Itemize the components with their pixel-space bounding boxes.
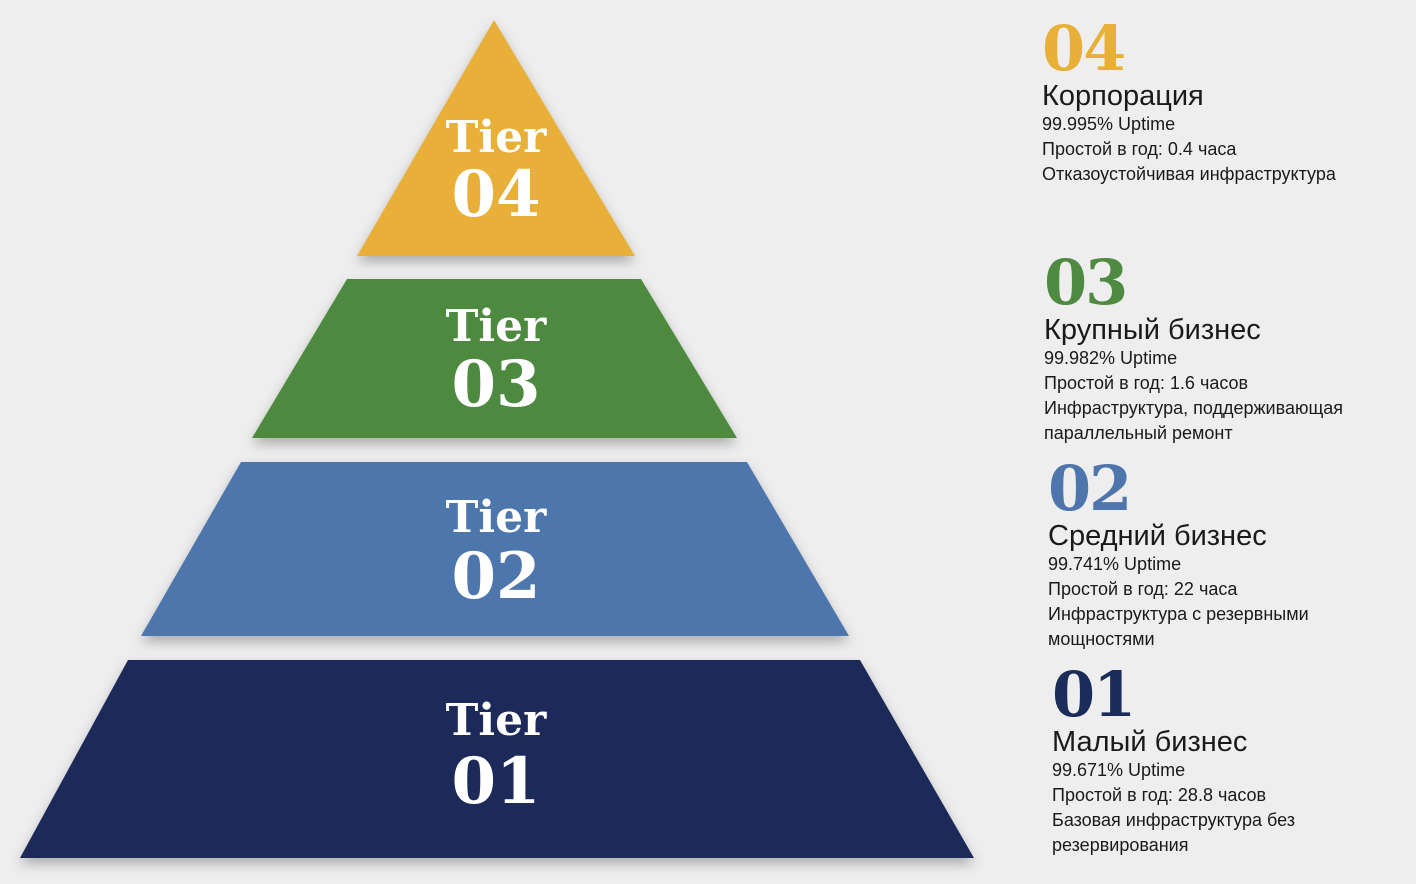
tier-03-desc-title: Крупный бизнес xyxy=(1044,314,1261,346)
tier-03-downtime: Простой в год: 1.6 часов xyxy=(1044,373,1249,393)
tier-02-desc-number: 02 xyxy=(1048,452,1132,525)
tier-03-description: 03 Крупный бизнес 99.982% Uptime Простой… xyxy=(1044,246,1389,446)
tier-03-uptime: 99.982% Uptime xyxy=(1044,348,1178,368)
tier-01-word: Tier xyxy=(446,695,547,746)
tier-01-infrastructure: Базовая инфраструктура без резервировани… xyxy=(1052,810,1295,855)
tier-04-desc-number: 04 xyxy=(1042,12,1126,85)
tier-01-desc-number: 01 xyxy=(1052,658,1136,731)
tier-01-desc-title: Малый бизнес xyxy=(1052,726,1248,758)
tier-03-number: 03 xyxy=(451,347,540,422)
tier-02-uptime: 99.741% Uptime xyxy=(1048,554,1182,574)
tier-02-shape xyxy=(141,462,849,636)
tier-04-desc-title: Корпорация xyxy=(1042,80,1204,112)
tier-04-number: 04 xyxy=(451,157,540,232)
tier-01-shape xyxy=(20,660,974,858)
tier-01-number: 01 xyxy=(451,744,540,819)
tier-04-uptime: 99.995% Uptime xyxy=(1042,114,1176,134)
tier-01-uptime: 99.671% Uptime xyxy=(1052,760,1186,780)
pyramid-tier-01: Tier 01 xyxy=(20,660,974,858)
tier-01-downtime: Простой в год: 28.8 часов xyxy=(1052,785,1267,805)
tier-02-desc-title: Средний бизнес xyxy=(1048,520,1267,552)
tier-04-downtime: Простой в год: 0.4 часа xyxy=(1042,139,1237,159)
tier-02-downtime: Простой в год: 22 часа xyxy=(1048,579,1238,599)
tier-02-number: 02 xyxy=(451,539,540,614)
tier-pyramid: Tier 04 Tier 03 Tier 02 Tier 01 xyxy=(20,20,974,858)
tier-03-desc-number: 03 xyxy=(1044,246,1128,319)
tier-04-word: Tier xyxy=(446,112,547,163)
tier-01-description: 01 Малый бизнес 99.671% Uptime Простой в… xyxy=(1052,658,1352,858)
pyramid-tier-03: Tier 03 xyxy=(252,279,737,438)
tier-04-description: 04 Корпорация 99.995% Uptime Простой в г… xyxy=(1042,12,1336,187)
tier-02-description: 02 Средний бизнес 99.741% Uptime Простой… xyxy=(1048,452,1368,652)
tier-03-infrastructure: Инфраструктура, поддерживающая параллель… xyxy=(1044,398,1344,443)
tier-04-shape xyxy=(357,20,635,256)
tier-03-word: Tier xyxy=(446,301,547,352)
pyramid-tier-04: Tier 04 xyxy=(357,20,635,256)
tier-02-infrastructure: Инфраструктура с резервными мощностями xyxy=(1048,604,1309,649)
tier-03-shape xyxy=(252,279,737,438)
tier-04-infrastructure: Отказоустойчивая инфраструктура xyxy=(1042,164,1336,184)
tier-02-word: Tier xyxy=(446,492,547,543)
pyramid-tier-02: Tier 02 xyxy=(141,462,849,636)
